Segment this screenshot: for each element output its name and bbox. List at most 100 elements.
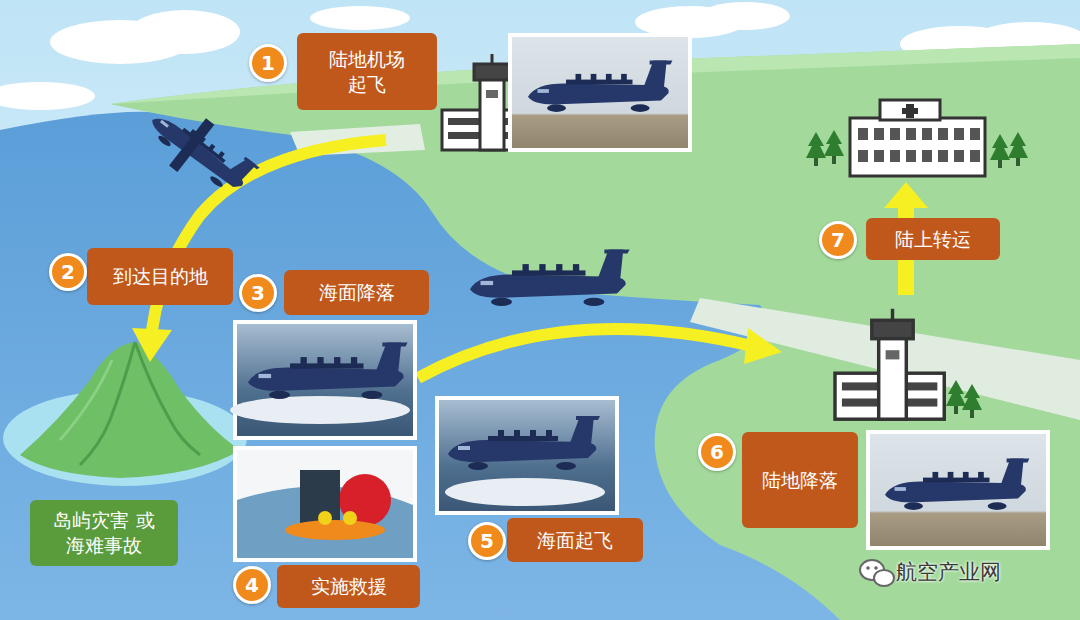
hospital — [858, 150, 868, 162]
trees — [806, 132, 826, 166]
callout-number: 4 — [233, 566, 271, 604]
step-text: 海面起飞 — [537, 528, 613, 553]
yellow-arrows — [884, 182, 928, 208]
trees — [824, 130, 844, 164]
callout-number: 5 — [468, 522, 506, 560]
hospital — [906, 150, 916, 162]
callout-number: 2 — [49, 253, 87, 291]
flying-aircraft — [470, 249, 630, 306]
step-text: 海面降落 — [319, 280, 395, 305]
clouds — [310, 6, 410, 30]
yellow-arrows — [744, 328, 782, 364]
hospital — [938, 150, 948, 162]
hospital — [874, 150, 884, 162]
photo-sea-takeoff — [445, 478, 605, 506]
photo-rescue — [285, 520, 385, 540]
watermark: 航空产业网 — [896, 558, 1001, 586]
photo-rescue — [235, 448, 415, 560]
photo-sea-takeoff — [437, 398, 617, 513]
photo-sea-takeoff — [448, 416, 600, 470]
flying-aircraft — [145, 98, 260, 200]
photo-sea-landing — [230, 322, 415, 438]
callout-text: 4 — [245, 573, 259, 597]
hospital — [938, 128, 948, 140]
step-box: 实施救援 — [277, 565, 420, 608]
callout-number: 7 — [819, 221, 857, 259]
callout-number: 6 — [698, 433, 736, 471]
step-box: 陆上转运 — [866, 218, 1000, 260]
wechat-icon — [874, 566, 878, 570]
trees — [990, 134, 1010, 168]
hospital — [954, 128, 964, 140]
photo-sea-takeoff — [437, 398, 617, 513]
land — [690, 298, 1080, 420]
hospital — [850, 100, 985, 176]
step-text: 岛屿灾害 或海难事故 — [52, 508, 156, 557]
step-text: 到达目的地 — [113, 264, 208, 289]
step-box: 海面起飞 — [507, 518, 643, 562]
step-text: 陆地降落 — [762, 468, 838, 493]
photo-rescue — [300, 470, 340, 525]
step-box: 岛屿灾害 或海难事故 — [30, 500, 178, 566]
hospital — [850, 118, 985, 176]
photo-land-landing — [868, 432, 1048, 548]
photo-rescue — [339, 474, 391, 526]
clouds — [0, 82, 95, 110]
trees — [806, 130, 1028, 418]
hospital — [954, 150, 964, 162]
flying-aircraft — [169, 118, 214, 172]
callout-number: 1 — [249, 44, 287, 82]
island — [60, 360, 112, 440]
callout-text: 6 — [710, 440, 724, 464]
hospital — [890, 128, 900, 140]
clouds — [130, 10, 240, 54]
hospital — [874, 128, 884, 140]
step-box: 陆地降落 — [742, 432, 858, 528]
hospital — [902, 104, 918, 118]
photo-land-landing — [885, 459, 1029, 510]
trees — [962, 384, 982, 418]
wechat-icon — [860, 560, 894, 586]
photo-sea-landing — [230, 396, 410, 424]
callout-text: 3 — [251, 281, 265, 305]
hospital — [922, 128, 932, 140]
watermark-text: 航空产业网 — [896, 560, 1001, 584]
hospital — [858, 128, 868, 140]
step-text: 陆上转运 — [895, 227, 971, 252]
trees — [1008, 132, 1028, 166]
flying-aircraft — [137, 93, 264, 210]
step-box: 海面降落 — [284, 270, 429, 315]
island — [3, 342, 247, 486]
step-text: 实施救援 — [311, 574, 387, 599]
hospital — [890, 150, 900, 162]
callout-text: 5 — [480, 529, 494, 553]
clouds — [700, 2, 790, 30]
hospital — [880, 100, 940, 120]
hospital — [906, 128, 916, 140]
yellow-arrows — [132, 328, 172, 362]
callout-text: 7 — [831, 228, 845, 252]
flying-aircraft — [470, 249, 630, 306]
callout-text: 2 — [61, 260, 75, 284]
photo-rescue — [318, 511, 332, 525]
callout-number: 3 — [239, 274, 277, 312]
hospital — [970, 150, 980, 162]
step-box: 陆地机场 起飞 — [297, 33, 437, 110]
wechat-icon — [874, 570, 894, 586]
island — [20, 342, 240, 478]
airport-tower — [835, 309, 944, 419]
hospital — [970, 128, 980, 140]
callout-text: 1 — [261, 51, 275, 75]
yellow-arrows — [418, 329, 752, 378]
photo-rescue — [235, 448, 415, 560]
photo-sea-landing — [248, 342, 408, 399]
step-box: 到达目的地 — [87, 248, 233, 305]
photo-rescue — [343, 511, 357, 525]
wechat-icon — [866, 566, 870, 570]
photo-takeoff-land — [510, 35, 690, 150]
hospital — [922, 150, 932, 162]
photo-land-landing — [868, 432, 1048, 548]
